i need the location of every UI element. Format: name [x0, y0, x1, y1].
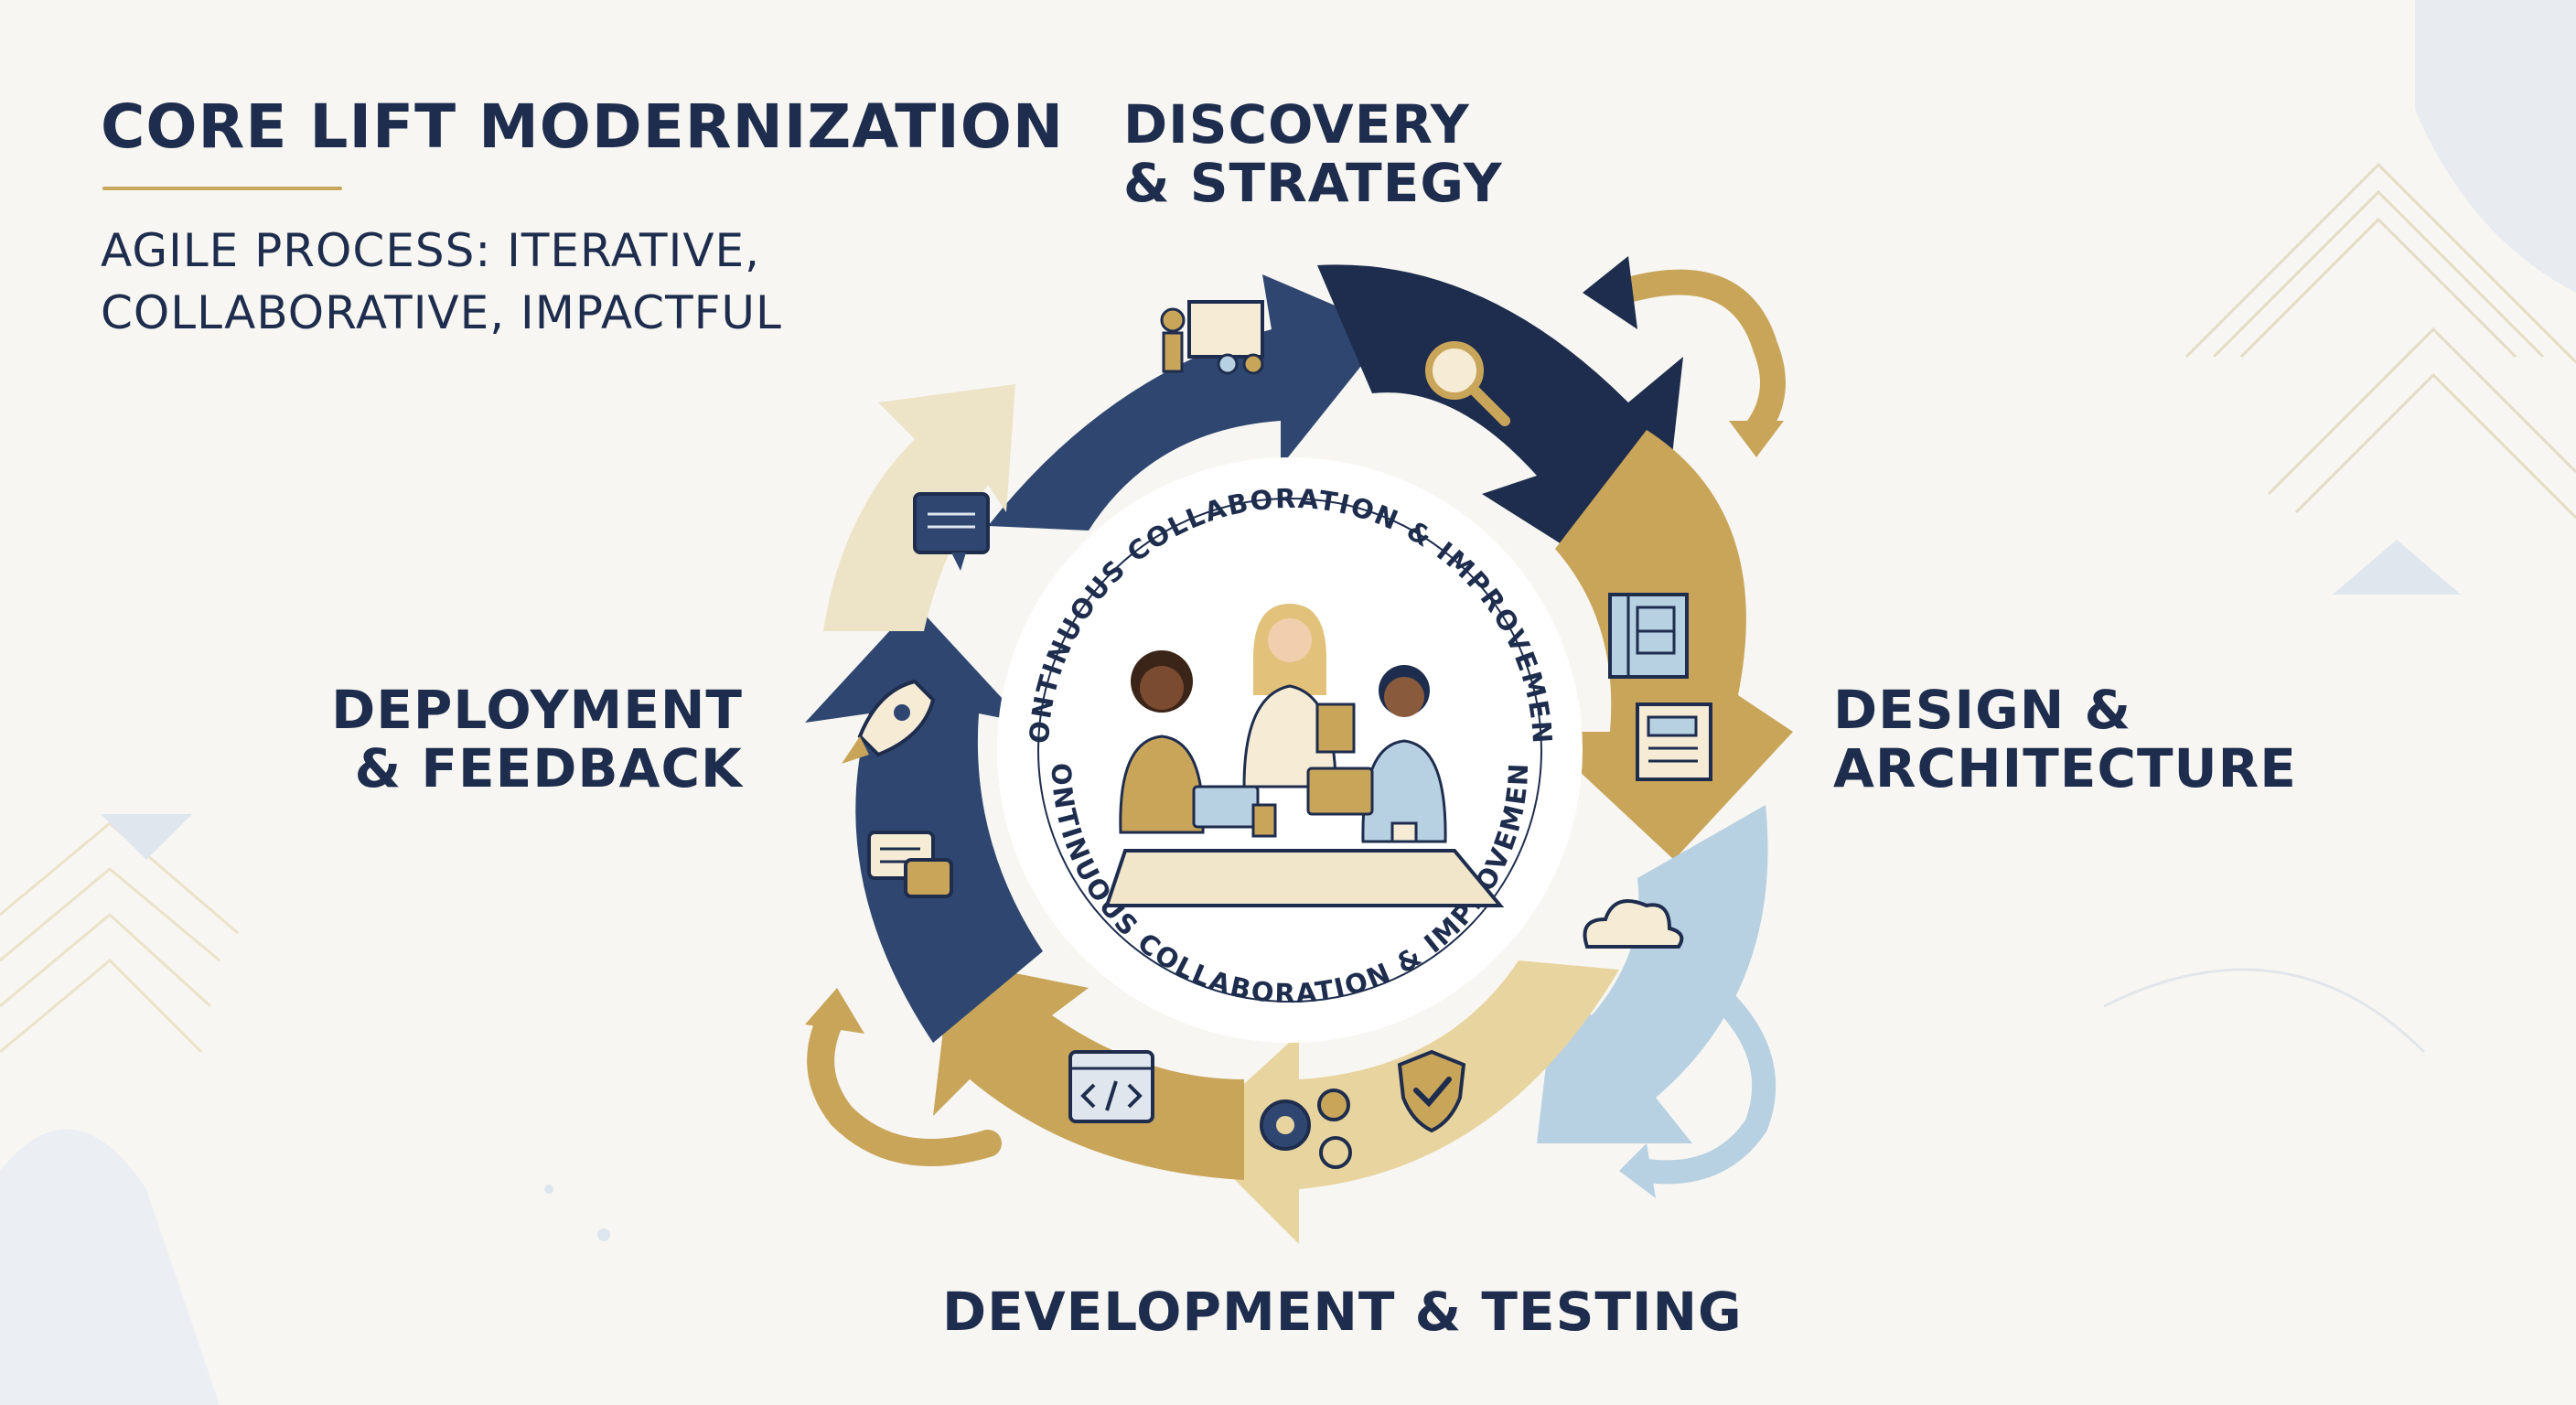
gears-icon	[1260, 1089, 1352, 1169]
phase-design-line-2: ARCHITECTURE	[1833, 737, 2297, 799]
phase-deployment-line-1: DEPLOYMENT	[331, 679, 743, 741]
page-subtitle: AGILE PROCESS: ITERATIVE, COLLABORATIVE,…	[101, 220, 924, 344]
loop-arrow-bottom-left	[805, 988, 1002, 1166]
subtitle-line-1: AGILE PROCESS: ITERATIVE,	[101, 224, 761, 277]
title-underline	[102, 187, 342, 190]
page-title: CORE LIFT MODERNIZATION	[101, 91, 1065, 162]
chat-bubble-icon	[913, 492, 990, 571]
team-collaboration-illustration	[1104, 604, 1505, 907]
phase-discovery-line-2: & STRATEGY	[1123, 152, 1503, 214]
phase-deployment-line-2: & FEEDBACK	[354, 737, 743, 799]
phase-label-development: DEVELOPMENT & TESTING	[942, 1282, 1743, 1341]
phase-label-deployment: DEPLOYMENT & FEEDBACK	[274, 681, 743, 798]
phase-label-design: DESIGN & ARCHITECTURE	[1833, 681, 2297, 798]
chat-bubbles-icon	[867, 831, 953, 898]
rocket-icon	[842, 679, 936, 764]
phase-design-line-1: DESIGN &	[1833, 679, 2132, 741]
phase-discovery-line-1: DISCOVERY	[1123, 93, 1470, 156]
discovery-segment-left	[988, 274, 1390, 531]
deployment-segment	[805, 604, 1043, 1043]
subtitle-line-2: COLLABORATIVE, IMPACTFUL	[101, 286, 782, 339]
architecture-segment	[1537, 805, 1768, 1143]
magnifier-icon	[1425, 341, 1510, 426]
center-inner-ring	[1037, 498, 1542, 1003]
loop-arrow-bottom-right	[1619, 976, 1776, 1198]
blueprint-icon	[1608, 593, 1689, 679]
shield-check-icon	[1397, 1049, 1466, 1133]
phase-label-discovery: DISCOVERY & STRATEGY	[1123, 95, 1503, 212]
document-chart-icon	[1636, 702, 1712, 781]
loop-arrow-top-right	[1583, 256, 1786, 457]
phase-development-line-1: DEVELOPMENT & TESTING	[942, 1281, 1743, 1343]
code-window-icon	[1068, 1050, 1154, 1123]
cloud-icon	[1583, 899, 1684, 949]
presentation-icon	[1160, 300, 1264, 375]
